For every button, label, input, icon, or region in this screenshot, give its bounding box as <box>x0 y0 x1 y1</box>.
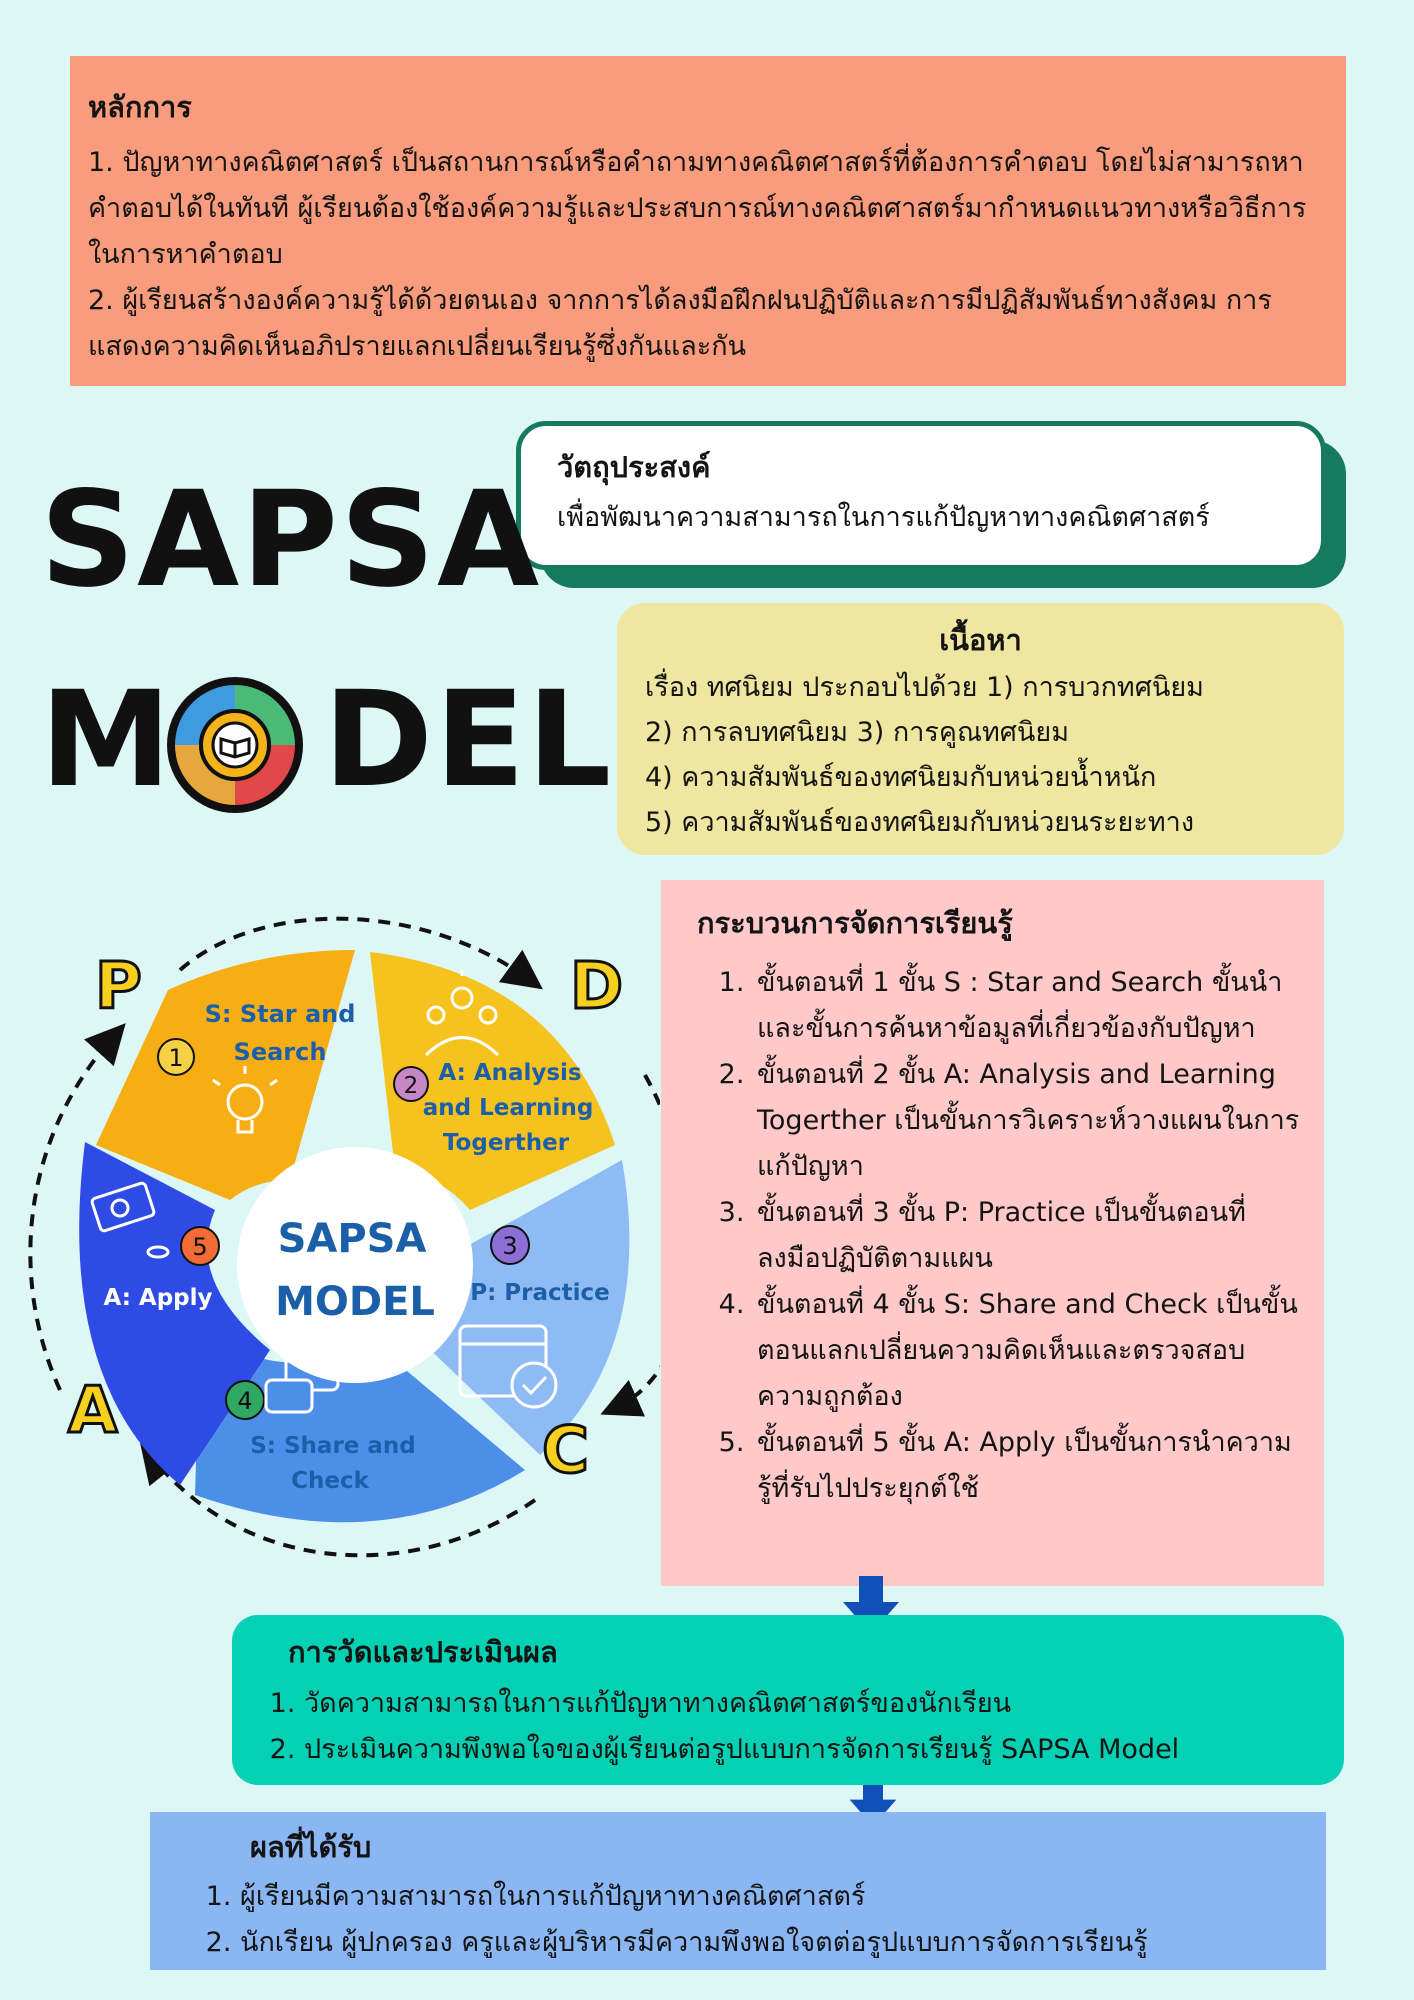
objective-text: เพื่อพัฒนาความสามารถในการแก้ปัญหาทางคณิต… <box>557 502 1210 533</box>
step-3-badge <box>490 1225 530 1265</box>
process-box: กระบวนการจัดการเรียนรู้ ขั้นตอนที่ 1 ขั้… <box>661 880 1324 1586</box>
title-sapsa: SAPSA <box>40 463 542 617</box>
process-step-5: ขั้นตอนที่ 5 ขั้น A: Apply เป็นขั้นการนำ… <box>753 1420 1306 1512</box>
principles-title: หลักการ <box>88 90 192 124</box>
arrow-down-icon <box>849 1778 897 1827</box>
step-1-label-line1: S: Star and <box>205 1000 356 1028</box>
arrow-down-icon <box>843 1576 899 1634</box>
pdca-letter-c: C <box>542 1414 589 1488</box>
step-2-badge <box>393 1066 429 1102</box>
step-5-badge <box>180 1226 220 1266</box>
step-2-label-line2: and Learning <box>423 1095 594 1121</box>
step-4-badge <box>225 1380 265 1420</box>
content-box: เนื้อหา เรื่อง ทศนิยม ประกอบไปด้วย 1) กา… <box>617 603 1344 855</box>
step-4-number: 4 <box>237 1387 252 1415</box>
cycle-center <box>237 1147 473 1383</box>
cycle-arrow-c-to-a <box>139 1442 537 1558</box>
evaluation-item-2: ประเมินความพึงพอใจของผู้เรียนต่อรูปแบบกา… <box>304 1727 1308 1773</box>
evaluation-items: วัดความสามารถในการแก้ปัญหาทางคณิตศาสตร์ข… <box>268 1681 1308 1773</box>
principle-item-2: 2. ผู้เรียนสร้างองค์ความรู้ได้ด้วยตนเอง … <box>88 285 1272 362</box>
cycle-arrow-a-to-p <box>28 1023 126 1391</box>
step-3-label: P: Practice <box>470 1280 610 1306</box>
content-line-2: 2) การลบทศนิยม 3) การคูณทศนิยม <box>645 717 1070 748</box>
objective-title: วัตถุประสงค์ <box>557 450 711 484</box>
pdca-letter-p: P <box>95 950 142 1024</box>
segment-5 <box>79 1142 271 1485</box>
results-title: ผลที่ได้รับ <box>250 1830 372 1864</box>
sapsa-cycle-diagram: SAPSA MODEL P D C A 1 S: Star and Search… <box>28 916 660 1558</box>
process-step-3: ขั้นตอนที่ 3 ขั้น P: Practice เป็นขั้นตอ… <box>753 1190 1306 1282</box>
team-icon <box>424 970 500 1057</box>
step-5-label: A: Apply <box>103 1285 212 1311</box>
results-box: ผลที่ได้รับ ผู้เรียนมีความสามารถในการแก้… <box>150 1812 1326 1970</box>
process-step-1: ขั้นตอนที่ 1 ขั้น S : Star and Search ขั… <box>753 960 1306 1052</box>
chat-bubbles-icon <box>264 1354 340 1414</box>
content-line-3: 4) ความสัมพันธ์ของทศนิยมกับหน่วยน้ำหนัก <box>645 762 1157 793</box>
principles-box: หลักการ 1. ปัญหาทางคณิตศาสตร์ เป็นสถานกา… <box>70 56 1346 386</box>
results-item-1: ผู้เรียนมีความสามารถในการแก้ปัญหาทางคณิต… <box>240 1874 1276 1920</box>
pdca-letter-a: A <box>68 1374 118 1448</box>
step-3-number: 3 <box>502 1232 517 1260</box>
cycle-arrow-p-to-d <box>178 916 543 990</box>
step-2-label-line3: Togerther <box>443 1130 570 1156</box>
segment-3 <box>420 1160 630 1455</box>
title-model-rest: DEL <box>323 663 614 817</box>
step-1-badge <box>157 1038 195 1076</box>
pdca-letter-d: D <box>570 950 623 1024</box>
principle-item-1: 1. ปัญหาทางคณิตศาสตร์ เป็นสถานการณ์หรือค… <box>88 147 1307 270</box>
content-line-4: 5) ความสัมพันธ์ของทศนิยมกับหน่วยนระยะทาง <box>645 807 1195 838</box>
gear-book-icon <box>167 677 303 813</box>
evaluation-title: การวัดและประเมินผล <box>288 1635 558 1669</box>
process-steps: ขั้นตอนที่ 1 ขั้น S : Star and Search ขั… <box>697 960 1306 1512</box>
segment-4 <box>195 1330 525 1523</box>
segment-1 <box>96 950 355 1200</box>
step-2-number: 2 <box>404 1073 419 1099</box>
cycle-center-line1: SAPSA <box>278 1216 427 1262</box>
calendar-icon <box>458 1324 558 1409</box>
process-step-2: ขั้นตอนที่ 2 ขั้น A: Analysis and Learni… <box>753 1052 1306 1190</box>
content-title: เนื้อหา <box>939 623 1022 657</box>
content-line-1: เรื่อง ทศนิยม ประกอบไปด้วย 1) การบวกทศนิ… <box>645 672 1204 703</box>
title-model-m: M <box>40 663 174 817</box>
step-5-number: 5 <box>192 1233 207 1261</box>
results-item-2: นักเรียน ผู้ปกครอง ครูและผู้บริหารมีความ… <box>240 1920 1276 1966</box>
process-title: กระบวนการจัดการเรียนรู้ <box>697 906 1013 940</box>
step-1-label-line2: Search <box>234 1038 327 1066</box>
segment-2 <box>370 952 615 1210</box>
step-4-label-line1: S: Share and <box>250 1433 416 1459</box>
money-icon <box>90 1181 170 1259</box>
objective-box: วัตถุประสงค์ เพื่อพัฒนาความสามารถในการแก… <box>516 421 1326 570</box>
process-step-4: ขั้นตอนที่ 4 ขั้น S: Share and Check เป็… <box>753 1282 1306 1420</box>
step-2-label-line1: A: Analysis <box>438 1060 581 1086</box>
evaluation-box: การวัดและประเมินผล วัดความสามารถในการแก้… <box>232 1615 1344 1785</box>
evaluation-item-1: วัดความสามารถในการแก้ปัญหาทางคณิตศาสตร์ข… <box>304 1681 1308 1727</box>
cycle-center-line2: MODEL <box>275 1279 435 1325</box>
results-items: ผู้เรียนมีความสามารถในการแก้ปัญหาทางคณิต… <box>200 1874 1276 1966</box>
step-1-number: 1 <box>168 1044 183 1072</box>
lightbulb-icon <box>212 1066 278 1134</box>
step-4-label-line2: Check <box>291 1468 369 1494</box>
